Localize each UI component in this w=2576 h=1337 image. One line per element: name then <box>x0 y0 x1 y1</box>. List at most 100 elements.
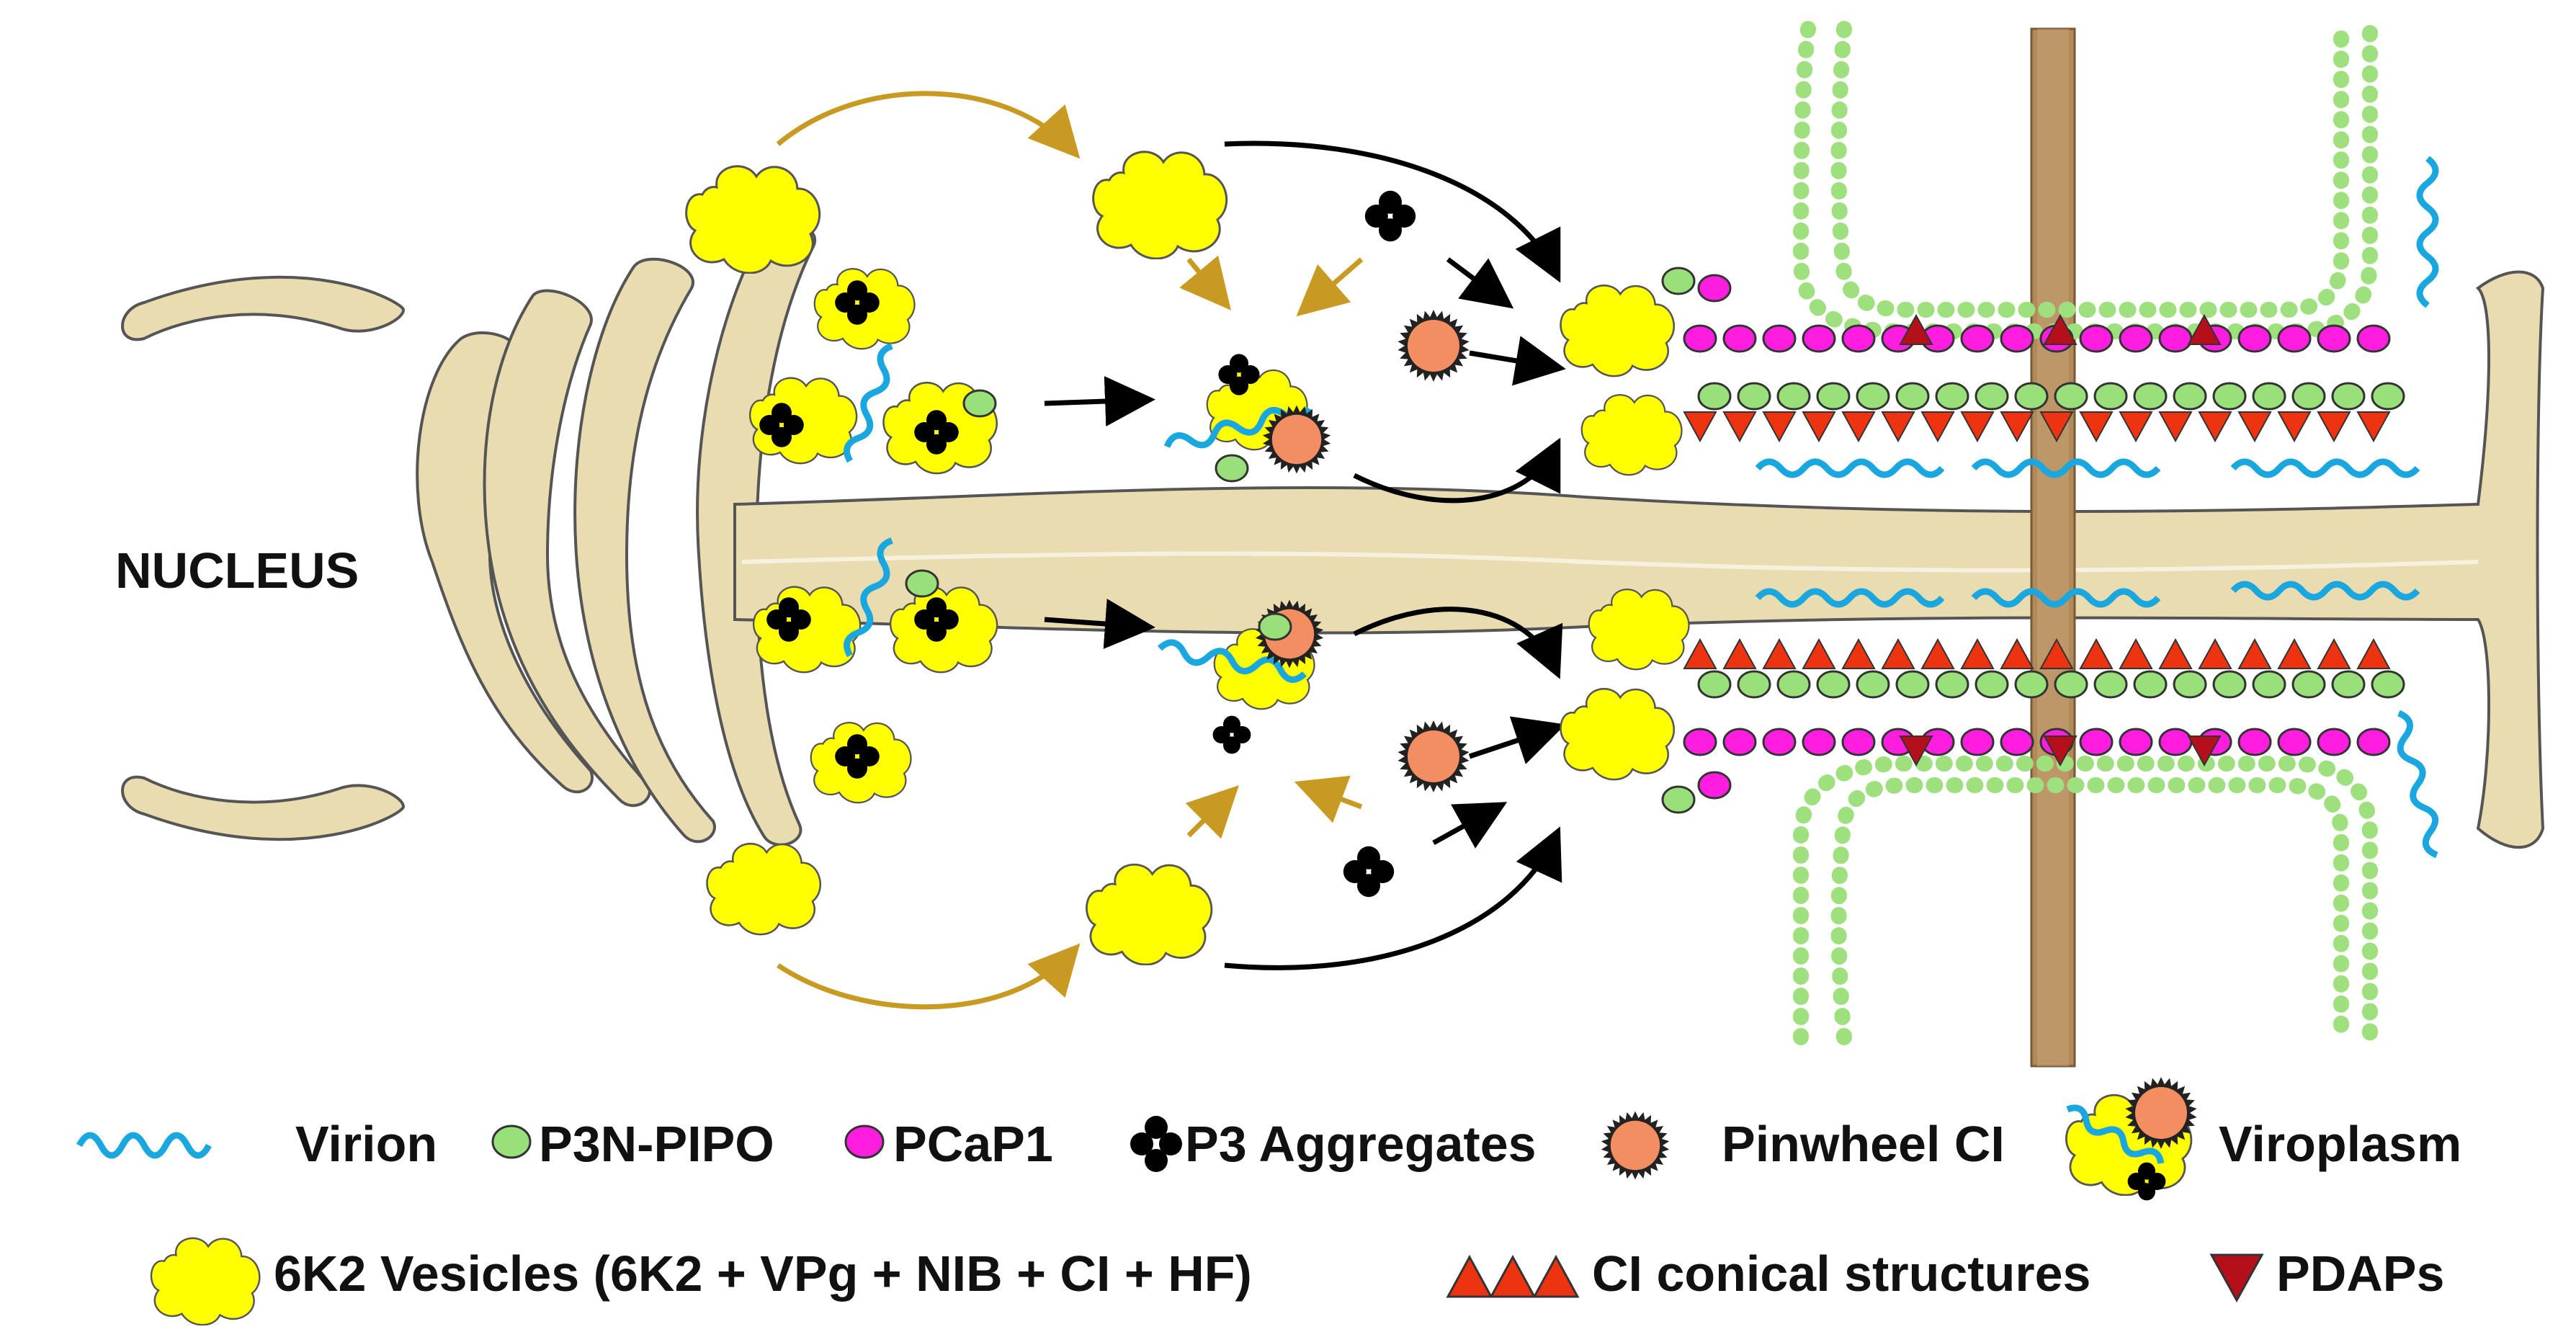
p3-aggregate <box>759 403 804 447</box>
p3-aggregate <box>1343 846 1395 898</box>
pdap <box>1802 411 1836 443</box>
pdap <box>2119 411 2153 443</box>
pcap1 <box>1762 324 1797 353</box>
pdap <box>1881 411 1915 443</box>
ci-conical <box>1960 638 1995 669</box>
p3-aggregate <box>1212 715 1251 754</box>
legend-ci-conical: CI conical structures <box>1592 1246 2091 1302</box>
legend-virion: Virion <box>295 1116 438 1172</box>
nucleus-label: NUCLEUS <box>115 542 359 599</box>
ci-conical <box>2317 638 2351 669</box>
pinwheel-ci <box>1397 720 1470 792</box>
legend-p3-aggregates: P3 Aggregates <box>1185 1116 1537 1172</box>
ci-conical <box>1722 638 1757 669</box>
virion-wave <box>2066 1104 2165 1165</box>
legend-6k2-vesicles: 6K2 Vesicles (6K2 + VPg + NIB + CI + HF) <box>274 1246 1252 1302</box>
ci-conical <box>2039 638 2074 669</box>
p3n-pipo <box>1737 382 1771 411</box>
cloud-icon <box>150 1237 261 1325</box>
nucleus-envelope <box>121 275 406 841</box>
pdap <box>2079 411 2114 443</box>
pcap1 <box>1722 728 1757 756</box>
pcap1 <box>1960 728 1995 756</box>
pcap1 <box>2317 728 2351 756</box>
pdap <box>2356 411 2391 443</box>
pcap1 <box>2079 324 2114 353</box>
pdap <box>2277 411 2312 443</box>
ci-conical <box>2356 638 2391 669</box>
virion-wave <box>1755 588 1945 608</box>
legend-pinwheel-ci: Pinwheel CI <box>1722 1116 2005 1172</box>
p3n-pipo <box>2371 670 2405 699</box>
pcap1 <box>2317 324 2351 353</box>
pcap1 <box>2158 324 2193 353</box>
p3n-pipo <box>1975 670 2009 699</box>
p3n-pipo <box>2331 670 2366 699</box>
ci-conical <box>2079 638 2114 669</box>
pdap <box>1683 411 1717 443</box>
ci-conical <box>1920 638 1955 669</box>
pdap <box>2158 411 2193 443</box>
p3n-pipo <box>2014 670 2049 699</box>
p3n-pipo <box>1697 670 1732 699</box>
virion-wave <box>1157 639 1307 683</box>
p3n-pipo <box>2054 382 2088 411</box>
virion-wave <box>844 343 893 463</box>
virion-wave <box>844 537 893 658</box>
pdap <box>1960 411 1995 443</box>
p3n-pipo <box>2054 670 2088 699</box>
pcap1 <box>1683 324 1717 353</box>
p3-aggregate <box>1364 190 1416 242</box>
ci-conical <box>2198 638 2232 669</box>
legend-viroplasm: Viroplasm <box>2219 1116 2462 1172</box>
pdap <box>1841 411 1876 443</box>
p3n-pipo <box>2331 382 2366 411</box>
pcap1 <box>1841 324 1876 353</box>
pcap1 <box>2158 728 2193 756</box>
p3n-pipo <box>2212 382 2247 411</box>
p3n-pipo <box>1215 454 1249 483</box>
pcap1 <box>2277 728 2312 756</box>
legend-glyphs <box>76 1116 2264 1325</box>
ci-conical <box>2187 313 2222 345</box>
p3n-pipo <box>2173 670 2207 699</box>
p3-aggregate <box>835 734 880 779</box>
pdap <box>2198 411 2232 443</box>
pdap <box>1722 411 1757 443</box>
p3-aggregate <box>914 410 959 455</box>
pdap <box>2187 735 2222 767</box>
ci-conical <box>2043 313 2078 345</box>
pcap1 <box>2119 324 2153 353</box>
ci-conical <box>1683 638 1717 669</box>
ci-conical <box>2119 638 2153 669</box>
p3n-pipo <box>2291 382 2326 411</box>
p3-aggregate <box>1218 354 1260 395</box>
pdap <box>2237 411 2272 443</box>
pdap <box>2317 411 2351 443</box>
ci-conical <box>2158 638 2193 669</box>
cell-wall <box>2030 27 2076 1068</box>
p3n-pipo <box>1737 670 1771 699</box>
pinwheel-ci <box>2125 1077 2197 1149</box>
ci-conical <box>1899 313 1933 345</box>
pdap <box>2039 411 2074 443</box>
p3n-pipo <box>1895 382 1930 411</box>
magenta-dot-icon <box>844 1124 885 1159</box>
virion-wave <box>1971 458 2161 478</box>
p3n-pipo <box>1816 382 1851 411</box>
p3n-pipo <box>2093 670 2128 699</box>
legend-pdaps: PDAPs <box>2276 1246 2445 1302</box>
p3n-pipo <box>2371 382 2405 411</box>
legend-p3n-pipo: P3N-PIPO <box>539 1116 774 1172</box>
p3n-pipo <box>1661 267 1696 295</box>
p3n-pipo <box>1935 382 1969 411</box>
pcap1 <box>2356 728 2391 756</box>
pdap <box>2000 411 2034 443</box>
pcap1 <box>2277 324 2312 353</box>
ci-conical <box>2277 638 2312 669</box>
p3n-pipo <box>2014 382 2049 411</box>
pinwheel-ci <box>1397 310 1470 382</box>
transport-arrows <box>776 91 1566 1010</box>
p3n-pipo <box>1895 670 1930 699</box>
